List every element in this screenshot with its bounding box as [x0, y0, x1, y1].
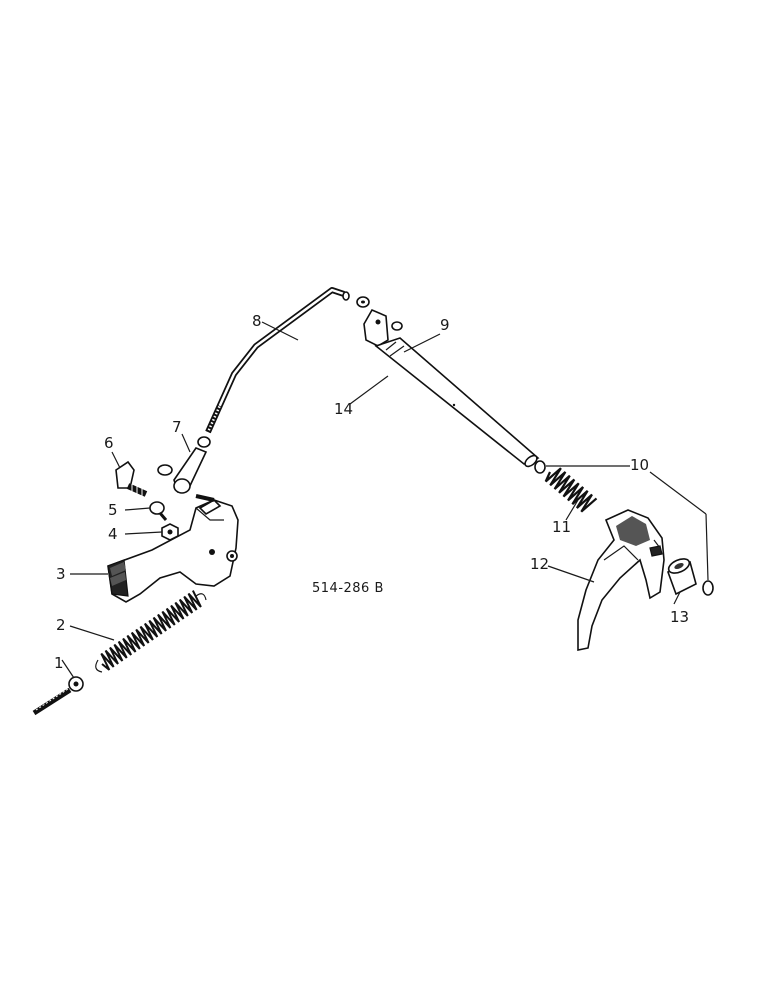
eye-bolt-part — [32, 676, 84, 716]
callout-8: 8 — [252, 312, 262, 330]
lever-bracket-part — [107, 494, 239, 603]
callout-4: 4 — [108, 525, 118, 543]
callout-labels: 1 2 3 4 5 6 7 8 9 10 11 12 13 14 — [54, 312, 689, 672]
link-arm-part — [157, 436, 211, 494]
callout-1: 1 — [54, 654, 64, 672]
callout-5: 5 — [108, 501, 118, 519]
compression-spring-part — [544, 467, 598, 513]
callout-6: 6 — [104, 434, 114, 452]
pin-part — [149, 501, 168, 521]
sleeve-part — [666, 558, 697, 596]
callout-3: 3 — [56, 565, 66, 583]
callout-11: 11 — [552, 518, 571, 536]
diagram-reference-code: 514-286 B — [312, 581, 384, 596]
tension-spring-part — [95, 590, 207, 673]
bolt-part — [115, 460, 148, 498]
callout-9: 9 — [440, 316, 450, 334]
callout-12: 12 — [530, 555, 549, 573]
callout-14: 14 — [334, 400, 353, 418]
shift-shaft-part — [363, 308, 540, 468]
shift-rod-part — [205, 287, 350, 434]
callout-2: 2 — [56, 616, 66, 634]
callout-13: 13 — [670, 608, 689, 626]
nut-part — [161, 523, 179, 541]
callout-7: 7 — [172, 418, 182, 436]
callout-10: 10 — [630, 456, 649, 474]
shift-fork-part — [577, 509, 665, 651]
leader-lines — [61, 321, 709, 679]
o-ring-part — [534, 460, 714, 596]
washer-part — [356, 296, 403, 331]
